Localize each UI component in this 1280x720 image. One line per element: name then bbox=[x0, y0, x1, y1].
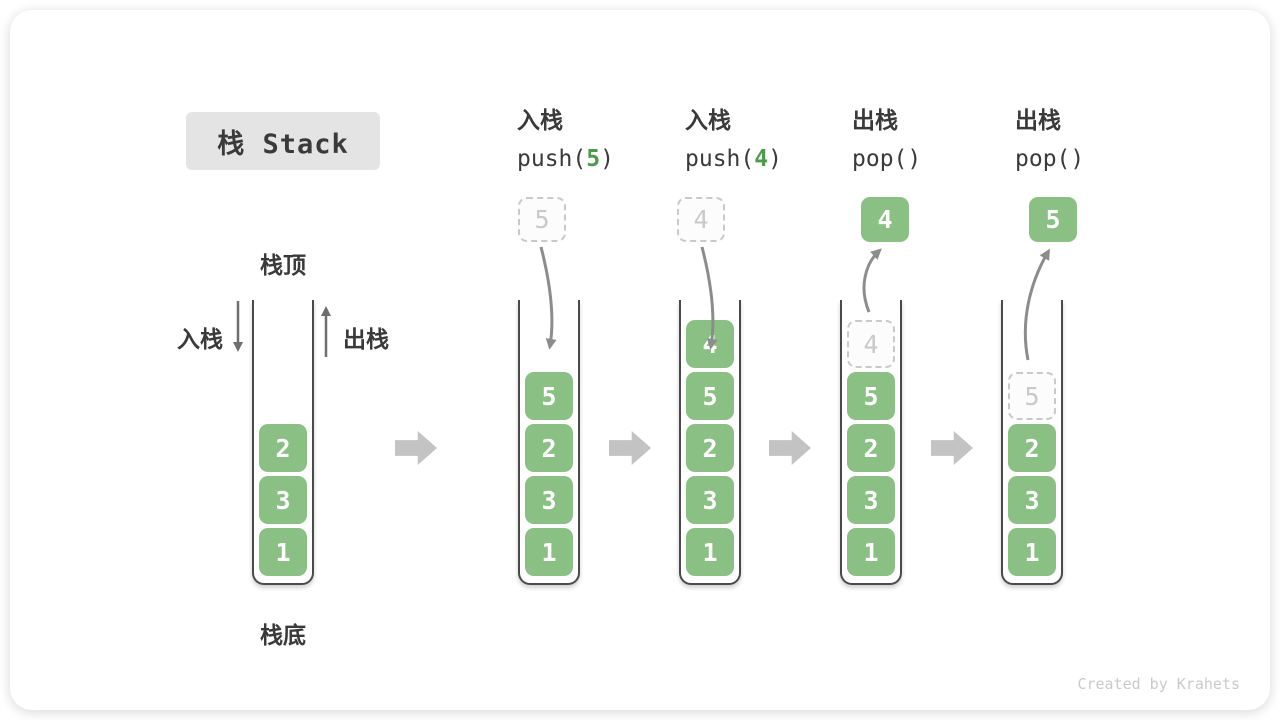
code-post: ) bbox=[907, 146, 922, 172]
stack-cell: 2 bbox=[686, 424, 734, 472]
stack-cell: 5 bbox=[525, 372, 573, 420]
op-label-push-4: 入栈 push(4) bbox=[685, 101, 782, 172]
stack-cell: 4 bbox=[686, 320, 734, 368]
stack-cell: 2 bbox=[1008, 424, 1056, 472]
stack-bottom-label: 栈底 bbox=[260, 623, 306, 649]
pop-side-label: 出栈 bbox=[343, 327, 389, 353]
op-name: 出栈 bbox=[852, 108, 898, 134]
op-label-pop-second: 出栈 pop() bbox=[1015, 101, 1084, 172]
popped-ghost-cell: 4 bbox=[847, 320, 895, 368]
stack-cell: 3 bbox=[525, 476, 573, 524]
stack-cell: 1 bbox=[686, 528, 734, 576]
op-code: pop() bbox=[1015, 146, 1084, 172]
watermark: Created by Krahets bbox=[1077, 675, 1240, 693]
code-post: ) bbox=[768, 146, 782, 172]
op-name: 入栈 bbox=[685, 108, 731, 134]
op-name: 入栈 bbox=[517, 108, 563, 134]
stack-cell: 3 bbox=[259, 476, 307, 524]
code-arg: 5 bbox=[586, 146, 601, 172]
code-post: ) bbox=[600, 146, 614, 172]
stack-cell: 1 bbox=[1008, 528, 1056, 576]
op-label-pop-first: 出栈 pop() bbox=[852, 101, 921, 172]
stack-cell: 5 bbox=[847, 372, 895, 420]
code-arg: 4 bbox=[754, 146, 769, 172]
stack-cell: 2 bbox=[525, 424, 573, 472]
code-pre: pop( bbox=[852, 146, 908, 172]
incoming-value-box: 5 bbox=[518, 197, 566, 242]
op-name: 出栈 bbox=[1015, 108, 1061, 134]
code-pre: pop( bbox=[1015, 146, 1071, 172]
stack-cell: 3 bbox=[847, 476, 895, 524]
stack-cell: 1 bbox=[847, 528, 895, 576]
popped-ghost-cell: 5 bbox=[1008, 372, 1056, 420]
stack-cell: 2 bbox=[259, 424, 307, 472]
diagram-title-text: 栈 Stack bbox=[217, 128, 349, 160]
code-post: ) bbox=[1070, 146, 1085, 172]
stack-cell: 1 bbox=[259, 528, 307, 576]
op-label-push-5: 入栈 push(5) bbox=[517, 101, 614, 172]
stack-cell: 5 bbox=[686, 372, 734, 420]
op-code: push(5) bbox=[517, 146, 614, 172]
incoming-value-box: 4 bbox=[677, 197, 725, 242]
outgoing-value-box: 4 bbox=[861, 197, 909, 242]
op-code: pop() bbox=[852, 146, 921, 172]
code-pre: push( bbox=[685, 146, 755, 172]
diagram-title: 栈 Stack bbox=[186, 112, 380, 170]
stack-cell: 3 bbox=[1008, 476, 1056, 524]
push-side-label: 入栈 bbox=[177, 327, 223, 353]
stack-cell: 2 bbox=[847, 424, 895, 472]
stack-top-label: 栈顶 bbox=[260, 253, 306, 279]
op-code: push(4) bbox=[685, 146, 782, 172]
code-pre: push( bbox=[517, 146, 587, 172]
outgoing-value-box: 5 bbox=[1029, 197, 1077, 242]
stack-cell: 1 bbox=[525, 528, 573, 576]
stack-cell: 3 bbox=[686, 476, 734, 524]
